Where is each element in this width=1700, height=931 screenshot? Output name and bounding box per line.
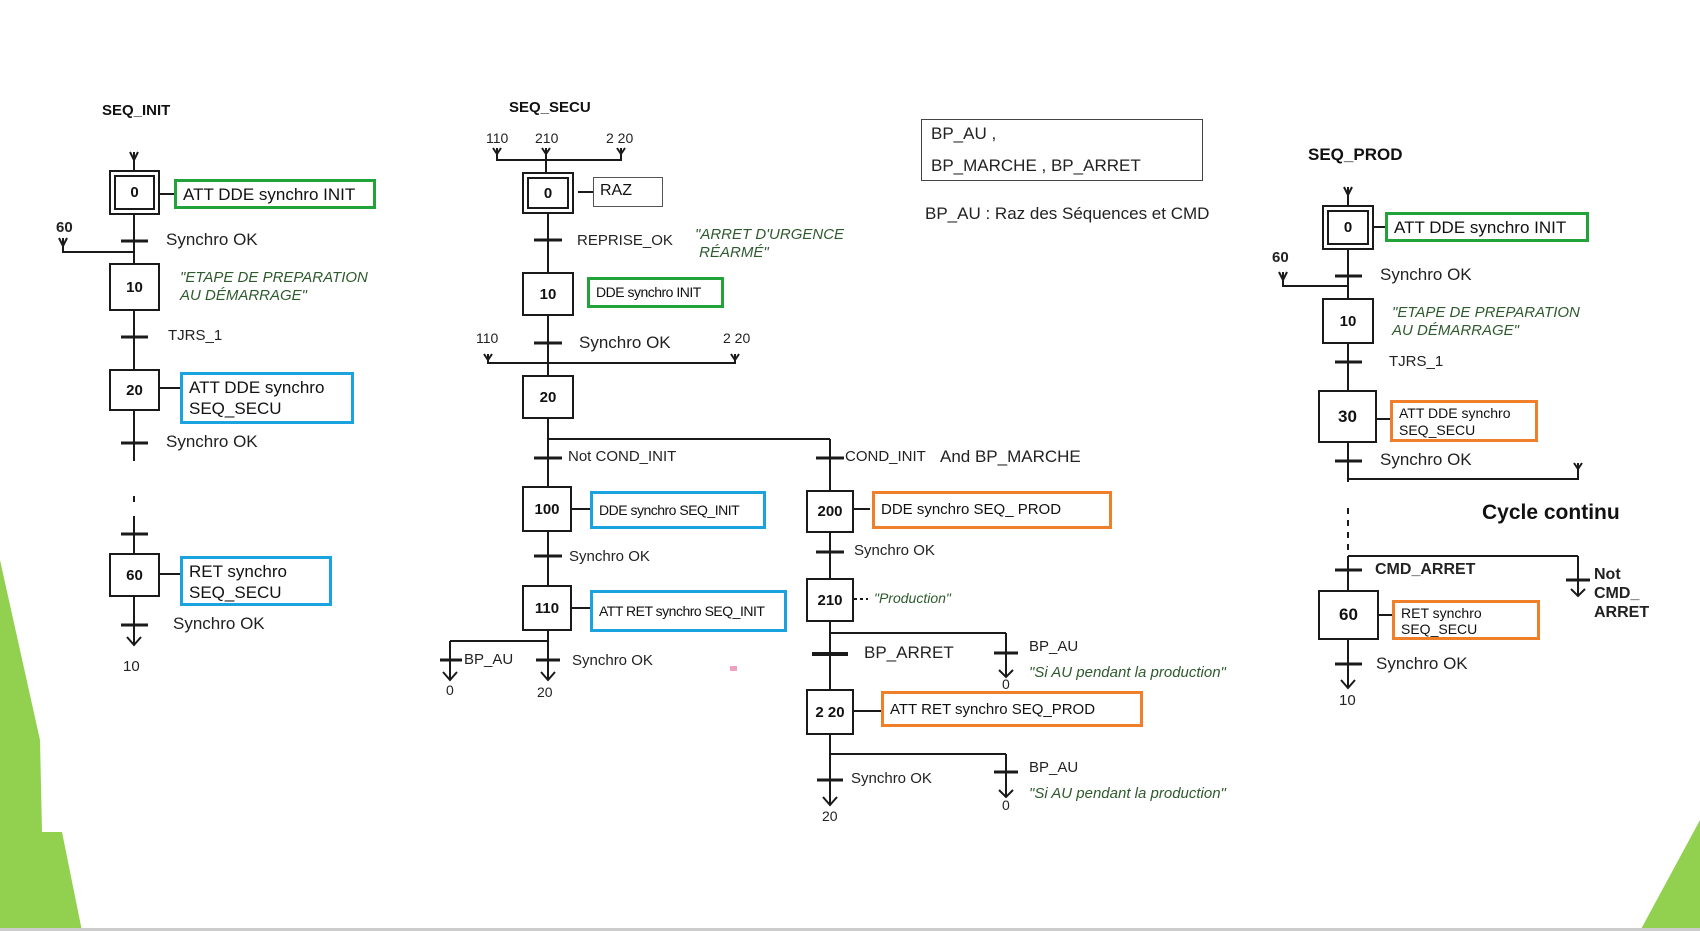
seq-secu-note-reprise: "ARRET D'URGENCE RÉARMÉ" [695,226,845,261]
seq-prod-title: SEQ_PROD [1308,145,1403,164]
seq-secu-action-110: ATT RET synchro SEQ_INIT [590,590,787,632]
seq-secu-step-20[interactable]: 20 [522,375,574,419]
seq-secu-transition-bp-arret: BP_ARRET [864,643,954,662]
seq-prod-transition-synchro-ok-3: Synchro OK [1376,654,1468,673]
seq-init-transition-tjrs: TJRS_1 [168,327,223,344]
seq-secu-action-raz: RAZ [593,177,663,207]
seq-secu-step-220[interactable]: 2 20 [806,689,854,735]
seq-secu-goto-20-a: 20 [537,684,553,700]
seq-init-action-60: RET synchro SEQ_SECU [180,556,332,606]
seq-secu-transition-bp-au-110: BP_AU [464,651,514,668]
seq-init-transition-synchro-ok-1: Synchro OK [166,230,258,249]
seq-secu-input2-110: 110 [476,330,499,346]
seq-prod-transition-synchro-ok-2: Synchro OK [1380,450,1472,469]
seq-prod-action-60: RET synchro SEQ_SECU [1392,600,1540,640]
seq-secu-action-10: DDE synchro INIT [587,277,724,308]
seq-secu-input2-220: 2 20 [723,330,751,346]
seq-prod-step-0-label: 0 [1327,210,1369,245]
seq-init-step-20[interactable]: 20 [109,369,160,411]
seq-secu-transition-synchro-ok-200: Synchro OK [854,542,935,559]
seq-secu-action-100: DDE synchro SEQ_INIT [590,491,766,529]
seq-secu-action-200: DDE synchro SEQ_ PROD [872,491,1112,529]
seq-prod-step-60[interactable]: 60 [1318,590,1379,640]
seq-init-step-0[interactable]: 0 [109,170,160,215]
seq-secu-input-110: 110 [486,130,509,146]
seq-init-transition-synchro-ok-3: Synchro OK [173,614,265,633]
seq-secu-step-110[interactable]: 110 [522,585,572,631]
legend-line-1: BP_AU , [931,124,997,143]
seq-secu-title: SEQ_SECU [509,99,591,116]
seq-secu-action-200-suffix: PROD [1017,501,1062,518]
seq-secu-step-210[interactable]: 210 [806,578,854,622]
seq-secu-transition-bp-au-220: BP_AU [1029,759,1079,776]
legend-box: BP_AU , BP_MARCHE , BP_ARRET [921,119,1203,181]
seq-secu-transition-synchro-ok: Synchro OK [579,333,671,352]
seq-secu-action-220: ATT RET synchro SEQ_PROD [881,691,1143,727]
seq-prod-transition-tjrs: TJRS_1 [1389,353,1444,370]
seq-secu-goto-0-a: 0 [446,682,454,698]
seq-init-transition-synchro-ok-2: Synchro OK [166,432,258,451]
seq-secu-note-au-2: "Si AU pendant la production" [1029,785,1226,802]
seq-secu-transition-reprise: REPRISE_OK [577,232,673,249]
seq-prod-action-0: ATT DDE synchro INIT [1385,212,1589,242]
seq-prod-action-30: ATT DDE synchro SEQ_SECU [1390,400,1538,442]
seq-secu-action-200-prefix: DDE synchro SEQ_ [881,501,1014,518]
seq-secu-step-200[interactable]: 200 [806,490,854,533]
seq-prod-transition-not-cmd-arret: Not CMD_ ARRET [1594,566,1650,621]
seq-secu-transition-synchro-ok-100: Synchro OK [569,548,650,565]
seq-init-jump-60: 60 [56,219,73,236]
seq-secu-input-210: 210 [535,130,559,146]
seq-secu-transition-bp-au-210: BP_AU [1029,638,1079,655]
seq-prod-goto-10: 10 [1339,692,1356,709]
decor-left-wedge [0,560,82,931]
seq-secu-step-0-label: 0 [527,177,569,209]
seq-init-step-0-label: 0 [114,175,155,210]
seq-secu-note-au-1: "Si AU pendant la production" [1029,664,1226,681]
decor-right-wedge [1640,820,1700,931]
seq-secu-step-100[interactable]: 100 [522,486,572,532]
seq-init-title: SEQ_INIT [102,102,171,119]
seq-secu-goto-0-b: 0 [1002,676,1010,692]
seq-prod-cycle-label: Cycle continu [1482,501,1620,524]
seq-init-action-20: ATT DDE synchro SEQ_SECU [180,372,354,424]
seq-prod-step-10[interactable]: 10 [1322,298,1374,344]
seq-secu-transition-and-marche: And BP_MARCHE [940,447,1081,466]
legend-line-2: BP_MARCHE , BP_ARRET [931,156,1141,175]
legend-caption: BP_AU : Raz des Séquences et CMD [925,204,1210,223]
seq-prod-transition-cmd-arret: CMD_ARRET [1375,561,1476,578]
seq-secu-transition-synchro-ok-110: Synchro OK [572,652,653,669]
seq-secu-step-0[interactable]: 0 [522,172,574,214]
seq-prod-transition-synchro-ok-1: Synchro OK [1380,265,1472,284]
stray-mark [730,666,737,671]
seq-init-step-10[interactable]: 10 [109,263,160,311]
seq-secu-input-220: 2 20 [606,130,634,146]
seq-secu-transition-not-cond-init: Not COND_INIT [568,448,677,465]
seq-prod-note-10: "ETAPE DE PREPARATION AU DÉMARRAGE" [1392,304,1580,339]
seq-prod-step-30[interactable]: 30 [1318,390,1377,443]
seq-secu-step-10[interactable]: 10 [522,272,574,316]
seq-prod-step-0[interactable]: 0 [1322,205,1374,250]
seq-init-note-10: "ETAPE DE PREPARATION AU DÉMARRAGE" [180,269,368,304]
seq-secu-goto-0-c: 0 [1002,797,1010,813]
seq-init-goto-10: 10 [123,658,140,675]
seq-init-step-60[interactable]: 60 [109,553,160,597]
seq-secu-goto-20-b: 20 [822,808,838,824]
seq-prod-jump-60: 60 [1272,249,1289,266]
seq-secu-transition-cond-init: COND_INIT [845,448,926,465]
seq-init-action-0: ATT DDE synchro INIT [174,179,376,209]
seq-secu-transition-synchro-ok-220: Synchro OK [851,770,932,787]
seq-secu-note-210: "Production" [874,590,951,606]
